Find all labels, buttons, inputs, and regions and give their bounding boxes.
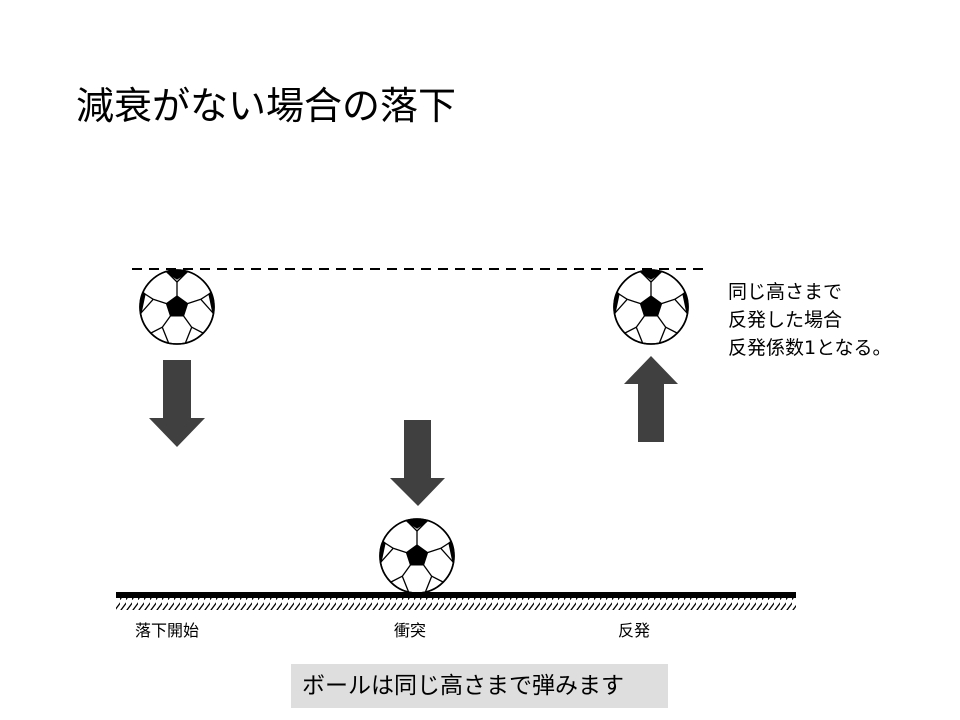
caption-box: ボールは同じ高さまで弾みます [291,664,668,708]
arrow-down-impact [390,420,445,506]
note-line-1: 同じ高さまで [728,278,892,306]
label-rebound: 反発 [618,621,650,641]
arrow-up-rebound [624,356,678,442]
caption-text: ボールは同じ高さまで弾みます [302,671,624,701]
label-impact: 衝突 [394,621,426,641]
ball-impact [373,516,461,596]
note-line-2: 反発した場合 [728,306,892,334]
ground-hatch [116,598,796,610]
note-line-3: 反発係数1となる。 [728,334,892,362]
ball-start [133,267,221,347]
label-fall-start: 落下開始 [135,621,199,641]
ground-line [116,592,796,598]
restitution-note: 同じ高さまで 反発した場合 反発係数1となる。 [728,278,892,362]
ball-rebound [607,267,695,347]
arrow-down-start [149,360,205,447]
